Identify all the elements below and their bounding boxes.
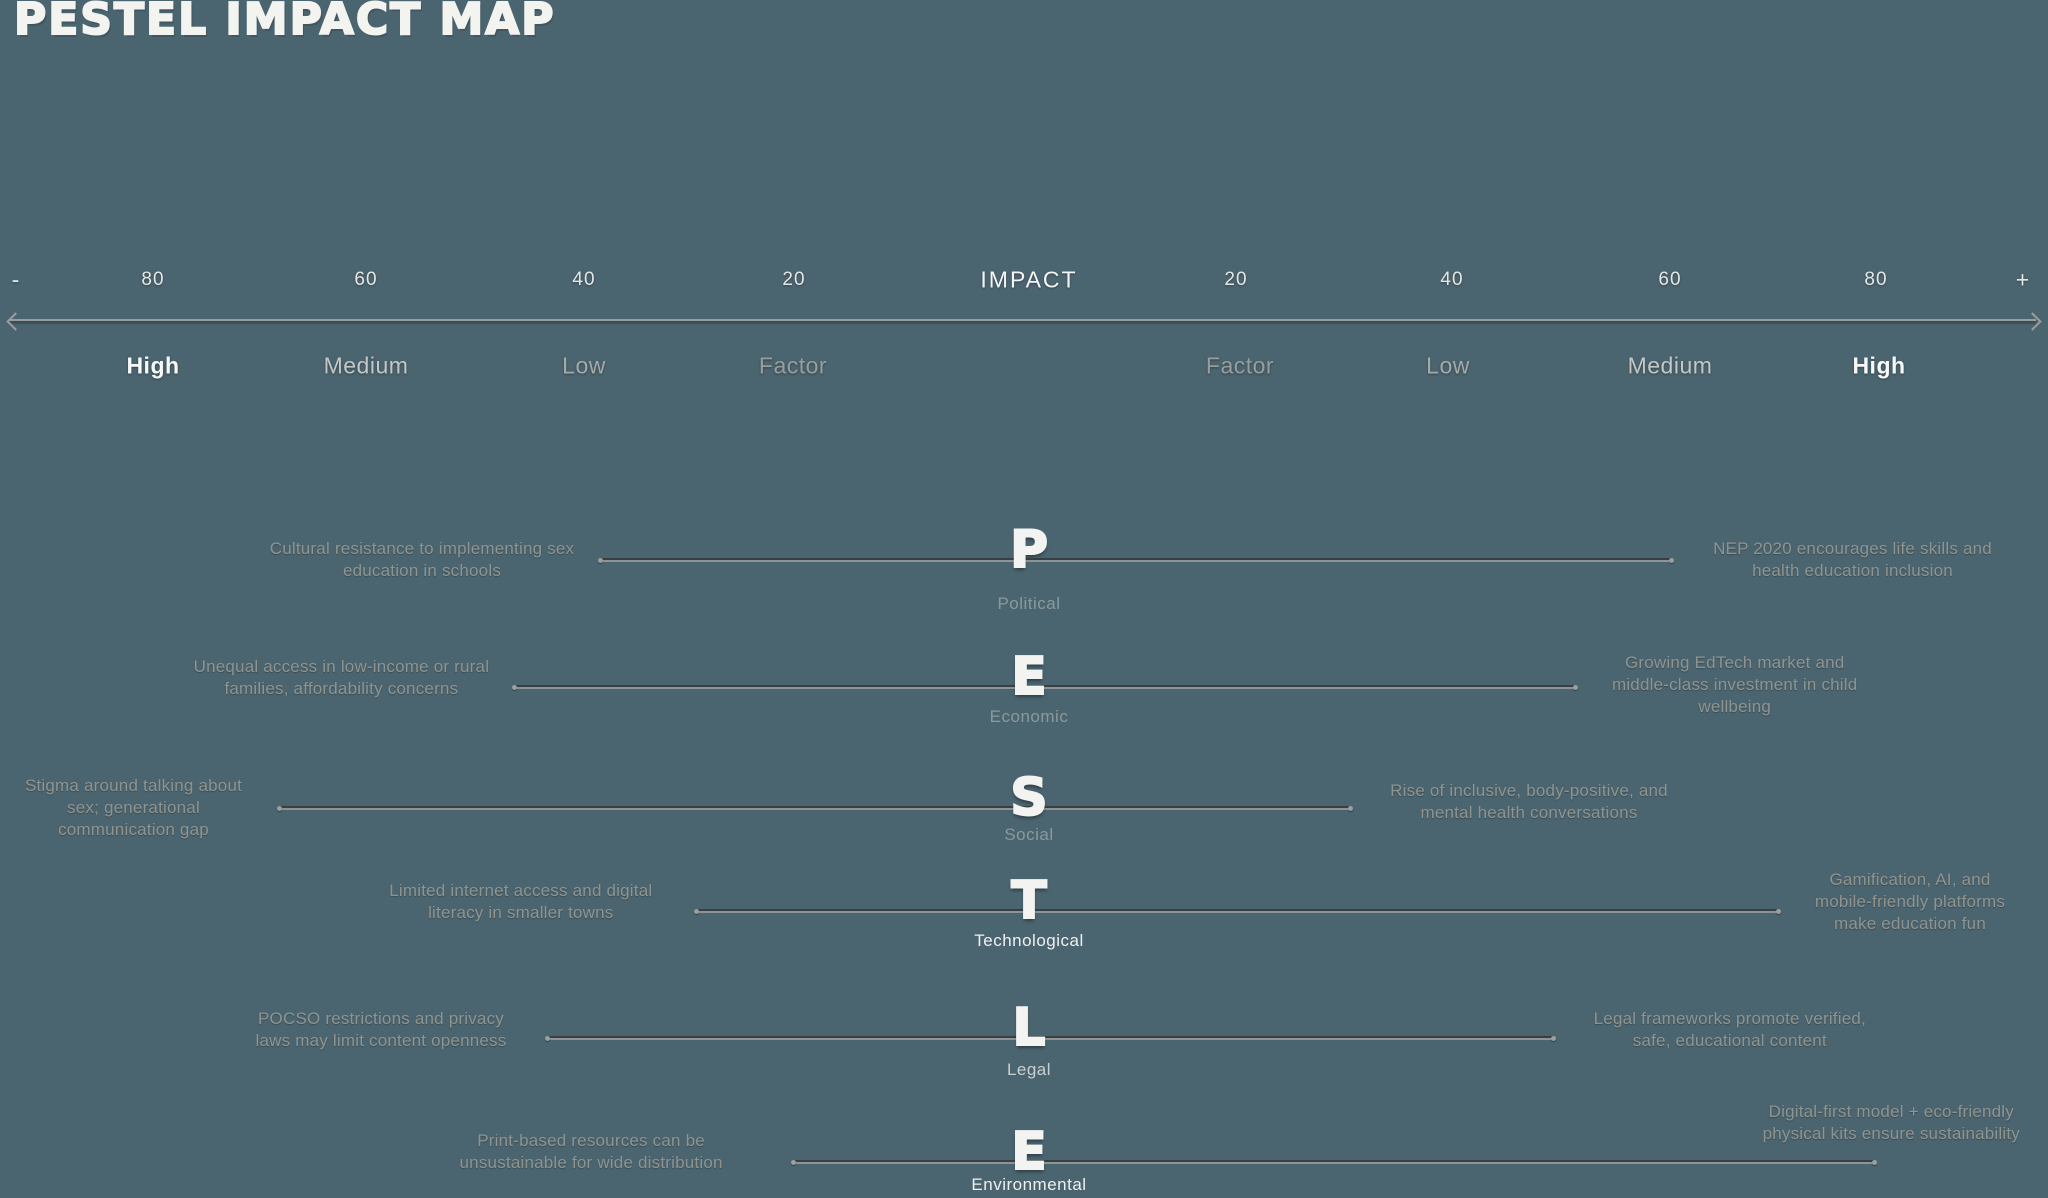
scale-label-low: Low: [1426, 352, 1470, 379]
positive-factor-text: NEP 2020 encourages life skills and heal…: [1713, 538, 1992, 580]
pestel-letter: T: [1010, 870, 1048, 932]
negative-factor-text: Limited internet access and digital lite…: [389, 880, 653, 922]
axis-tick-label: 40: [1440, 269, 1464, 290]
scale-label-high: High: [1852, 352, 1906, 379]
negative-factor-text: Unequal access in low-income or rural fa…: [193, 656, 490, 698]
axis-arrow-left-icon: [6, 312, 25, 331]
axis-tick-label: 60: [354, 269, 378, 290]
line-start-dot: [790, 1160, 796, 1165]
impact-line: [280, 806, 1350, 810]
line-start-dot: [512, 685, 518, 690]
scale-label-factor: Factor: [1205, 352, 1275, 379]
scale-label-low: Low: [562, 352, 606, 379]
negative-factor-text: POCSO restrictions and privacy laws may …: [255, 1008, 507, 1050]
line-end-dot: [1669, 558, 1674, 563]
pestel-letter: S: [1009, 767, 1048, 829]
pestel-category-label: Environmental: [971, 1175, 1087, 1194]
impact-line: [515, 685, 1575, 689]
pestel-category-label: Technological: [974, 931, 1084, 950]
line-end-dot: [1551, 1036, 1557, 1041]
line-start-dot: [694, 909, 700, 914]
impact-line: [793, 1160, 1875, 1164]
page-title: PESTEL IMPACT MAP: [13, 0, 556, 46]
axis-tick-label: 20: [782, 269, 806, 290]
impact-line: [697, 909, 1778, 913]
line-end-dot: [1348, 806, 1353, 811]
negative-factor-text: Print-based resources can be unsustainab…: [459, 1130, 723, 1172]
axis-tick-label: 20: [1224, 269, 1248, 290]
scale-label-medium: Medium: [1627, 352, 1713, 379]
pestel-category-label: Economic: [989, 707, 1069, 726]
axis-center-label: IMPACT: [980, 266, 1078, 293]
negative-factor-text: Cultural resistance to implementing sex …: [269, 538, 575, 580]
line-end-dot: [1872, 1160, 1878, 1165]
line-end-dot: [1572, 685, 1578, 690]
pestel-letter: L: [1011, 997, 1046, 1059]
axis-tick-label: 80: [1864, 269, 1888, 290]
impact-line: [547, 1036, 1554, 1040]
scale-label-factor: Factor: [758, 352, 828, 379]
line-start-dot: [598, 558, 603, 563]
pestel-category-label: Social: [1004, 825, 1054, 844]
pestel-letter: P: [1009, 519, 1049, 581]
pestel-letter: E: [1010, 646, 1048, 708]
positive-factor-text: Gamification, AI, and mobile-friendly pl…: [1814, 869, 2006, 934]
negative-factor-text: Stigma around talking about sex; generat…: [24, 775, 243, 840]
scale-label-high: High: [126, 352, 180, 379]
axis-tick-label: 60: [1658, 269, 1682, 290]
axis-tick-label: 40: [572, 269, 596, 290]
axis-tick-label: 80: [141, 269, 165, 290]
impact-line: [601, 558, 1671, 562]
positive-factor-text: Growing EdTech market and middle-class i…: [1611, 652, 1858, 717]
pestel-category-label: Legal: [1006, 1060, 1052, 1079]
positive-factor-text: Digital-first model + eco-friendly physi…: [1762, 1101, 2020, 1143]
line-start-dot: [544, 1036, 550, 1041]
impact-axis-line: [10, 319, 2036, 321]
axis-arrow-right-icon: [2023, 312, 2042, 331]
line-start-dot: [277, 806, 282, 811]
positive-factor-text: Legal frameworks promote verified, safe,…: [1593, 1008, 1866, 1050]
axis-tick-label: +: [2015, 266, 2031, 293]
scale-label-medium: Medium: [323, 352, 409, 379]
pestel-letter: E: [1010, 1121, 1048, 1183]
axis-tick-label: -: [11, 266, 21, 293]
positive-factor-text: Rise of inclusive, body-positive, and me…: [1390, 780, 1668, 822]
pestel-category-label: Political: [997, 594, 1061, 613]
line-end-dot: [1776, 909, 1781, 914]
